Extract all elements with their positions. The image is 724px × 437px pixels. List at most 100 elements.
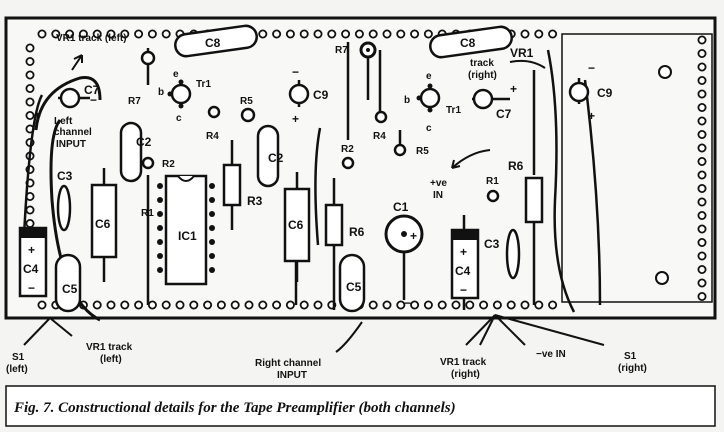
c4-left-plus: + [28, 243, 35, 257]
solder-hole [51, 29, 61, 39]
c1-minus: − [404, 296, 411, 310]
solder-hole [520, 29, 530, 39]
c4-right-plus: + [460, 245, 467, 259]
left-channel-label-b: channel [54, 127, 92, 138]
tr1-right-b: b [404, 95, 410, 106]
solder-hole [106, 300, 116, 310]
solder-hole [230, 300, 240, 310]
solder-hole [451, 300, 461, 310]
solder-hole [25, 43, 35, 53]
r2-left-label: R2 [162, 159, 175, 170]
c6-right-label: C6 [288, 218, 304, 232]
c3-left-label: C3 [57, 169, 73, 183]
tr1-left-label: Tr1 [196, 79, 211, 90]
c3-right-label: C3 [484, 237, 500, 251]
r1-left-label: R1 [141, 208, 154, 219]
c9-right-label: C9 [597, 86, 613, 100]
r4-right-label: R4 [373, 131, 386, 142]
c3-right-capacitor: C3 [484, 228, 521, 280]
arrow-vr1-left [71, 54, 83, 71]
arrowhead-vr1-left [73, 54, 83, 63]
solder-hole [423, 300, 433, 310]
solder-hole [189, 300, 199, 310]
ic-pin [209, 183, 215, 189]
figure-caption: Fig. 7. Constructional details for the T… [13, 400, 456, 416]
solder-hole [92, 300, 102, 310]
solder-hole [25, 111, 35, 121]
c6-left-label: C6 [95, 217, 111, 231]
c5-left-capacitor: C5 [54, 253, 82, 313]
solder-hole [465, 300, 475, 310]
c5-right-label: C5 [346, 280, 362, 294]
solder-hole [134, 300, 144, 310]
solder-hole [341, 29, 351, 39]
c4-left-capacitor: + C4 − [18, 226, 48, 298]
solder-hole [697, 291, 707, 301]
vr1-track-left-top-label: VR1 track (left) [56, 33, 127, 44]
c9-left-label: C9 [313, 88, 329, 102]
c7-right-label: C7 [496, 107, 512, 121]
c2-mid-capacitor: C2 [256, 124, 284, 188]
solder-hole [697, 156, 707, 166]
c7-left-capacitor: C7 − + [34, 83, 100, 123]
c7-right-capacitor: C7 + [472, 82, 517, 121]
solder-hole [147, 300, 157, 310]
solder-hole [368, 29, 378, 39]
right-channel-input-b: INPUT [277, 370, 307, 381]
solder-hole [25, 218, 35, 228]
ve-in-label-a: +ve [430, 178, 447, 189]
ic-pin [157, 183, 163, 189]
ic-pin [157, 211, 163, 217]
r6-right-resistor: R6 [508, 159, 544, 224]
neg-ve-in-label: −ve IN [536, 349, 566, 360]
solder-hole [299, 300, 309, 310]
solder-hole [161, 300, 171, 310]
solder-hole [697, 264, 707, 274]
c9-right-capacitor: C9 − + [568, 61, 613, 123]
ic-pin [209, 197, 215, 203]
c4-right-label: C4 [455, 264, 471, 278]
c9-left-minus: − [292, 65, 299, 79]
solder-hole [492, 300, 502, 310]
c1-capacitor: C1 + − [384, 200, 424, 310]
solder-hole [548, 29, 558, 39]
s1-left-label-a: S1 [12, 352, 25, 363]
tr1-right-label: Tr1 [446, 105, 461, 116]
c9-right-minus: − [588, 61, 595, 75]
r4-left-label: R4 [206, 131, 219, 142]
c4-right-minus: − [460, 283, 467, 297]
ic1-label: IC1 [178, 229, 197, 243]
s1-right-label-b: (right) [618, 363, 647, 374]
solder-hole [65, 29, 75, 39]
caption-box [5, 385, 716, 427]
r5-right-label: R5 [416, 146, 429, 157]
solder-hole [697, 129, 707, 139]
solder-hole [354, 29, 364, 39]
solder-hole [396, 29, 406, 39]
r1-right-label: R1 [486, 176, 499, 187]
vr1-right-label-b: track [470, 58, 494, 69]
solder-hole [697, 210, 707, 220]
c7-left-minus: − [90, 93, 97, 107]
solder-hole [258, 300, 268, 310]
ic-pin [209, 267, 215, 273]
solder-hole [697, 76, 707, 86]
ic-pin [157, 197, 163, 203]
ic-pin [157, 267, 163, 273]
r5-left-label: R5 [240, 96, 253, 107]
vr1-bottom-right-b: (right) [451, 369, 480, 380]
r7-left-pad [140, 50, 156, 66]
solder-hole [203, 300, 213, 310]
solder-hole [258, 29, 268, 39]
r6-left-label: R6 [349, 225, 365, 239]
solder-hole [479, 300, 489, 310]
c8-left-label: C8 [205, 36, 221, 50]
c8-right-capacitor: C8 [429, 25, 513, 59]
tr1-left-transistor: Tr1 e b c [158, 69, 211, 124]
r6-right-label: R6 [508, 159, 524, 173]
s1-left-label-b: (left) [6, 364, 28, 375]
solder-hole [410, 300, 420, 310]
ve-in-label-b: IN [433, 190, 443, 201]
solder-hole [37, 29, 47, 39]
solder-hole [92, 29, 102, 39]
